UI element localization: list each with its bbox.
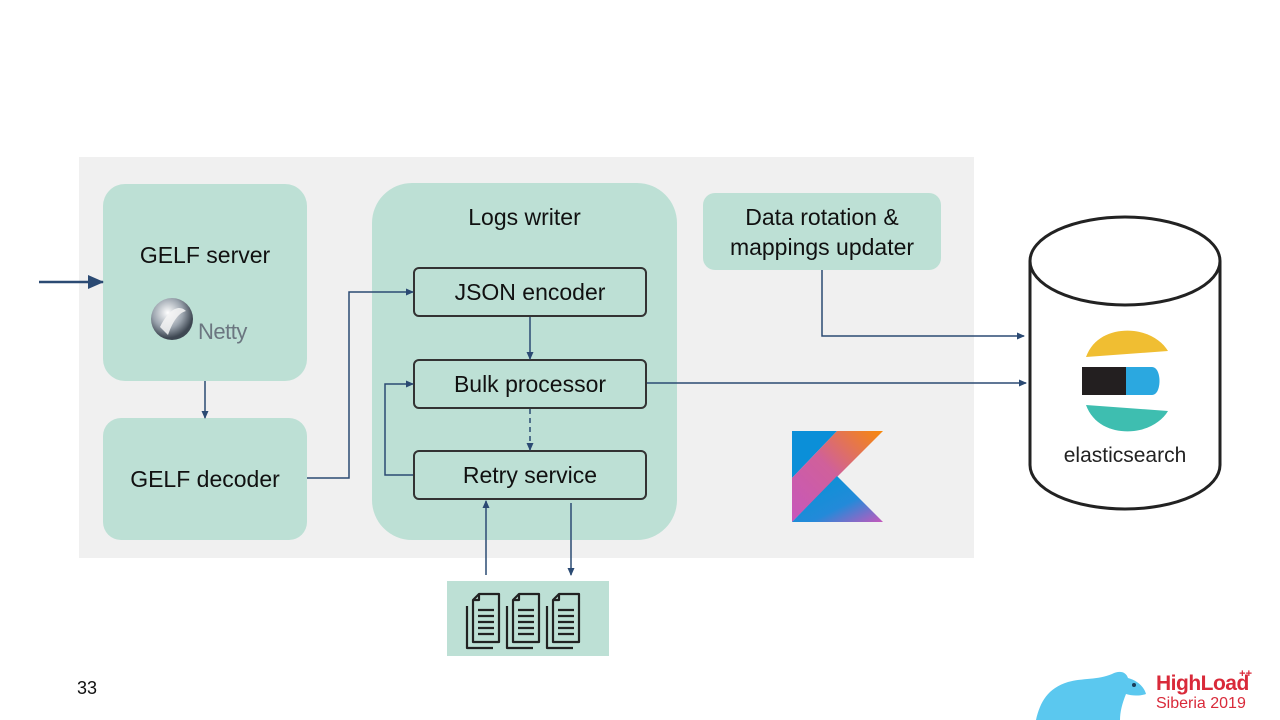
data-rotation-label-line2: mappings updater <box>729 233 915 260</box>
data-rotation-box: Data rotation & mappings updater <box>703 193 941 270</box>
gelf-server-label: GELF server <box>139 242 271 268</box>
elasticsearch-logo-icon <box>1082 330 1168 432</box>
netty-globe-icon <box>151 298 193 340</box>
data-rotation-label-line1: Data rotation & <box>745 203 899 230</box>
netty-logo: Netty <box>150 297 260 347</box>
brand-plus-text: ++ <box>1239 668 1252 680</box>
brand-highload-text: HighLoad <box>1156 672 1249 695</box>
gelf-decoder-label: GELF decoder <box>130 466 280 492</box>
netty-wordmark: Netty <box>198 319 247 344</box>
bulk-processor-label: Bulk processor <box>453 370 607 397</box>
bulk-processor-box: Bulk processor <box>413 359 647 409</box>
json-encoder-label: JSON encoder <box>454 278 606 305</box>
retry-service-box: Retry service <box>413 450 647 500</box>
documents-icon <box>465 592 581 650</box>
elasticsearch-database <box>1028 215 1222 511</box>
logs-writer-label: Logs writer <box>468 204 581 230</box>
elasticsearch-label: elasticsearch <box>1063 444 1187 467</box>
retry-service-label: Retry service <box>462 461 598 488</box>
page-number: 33 <box>77 678 98 698</box>
gelf-decoder-box: GELF decoder <box>103 418 307 540</box>
kotlin-logo-icon <box>792 431 883 522</box>
json-encoder-box: JSON encoder <box>413 267 647 317</box>
document-storage-box <box>447 581 609 656</box>
bear-logo-icon <box>1036 671 1146 720</box>
highload-brand: HighLoad ++ Siberia 2019 <box>1022 668 1252 720</box>
gelf-server-box: GELF server <box>103 184 307 381</box>
brand-siberia-text: Siberia 2019 <box>1156 695 1246 712</box>
